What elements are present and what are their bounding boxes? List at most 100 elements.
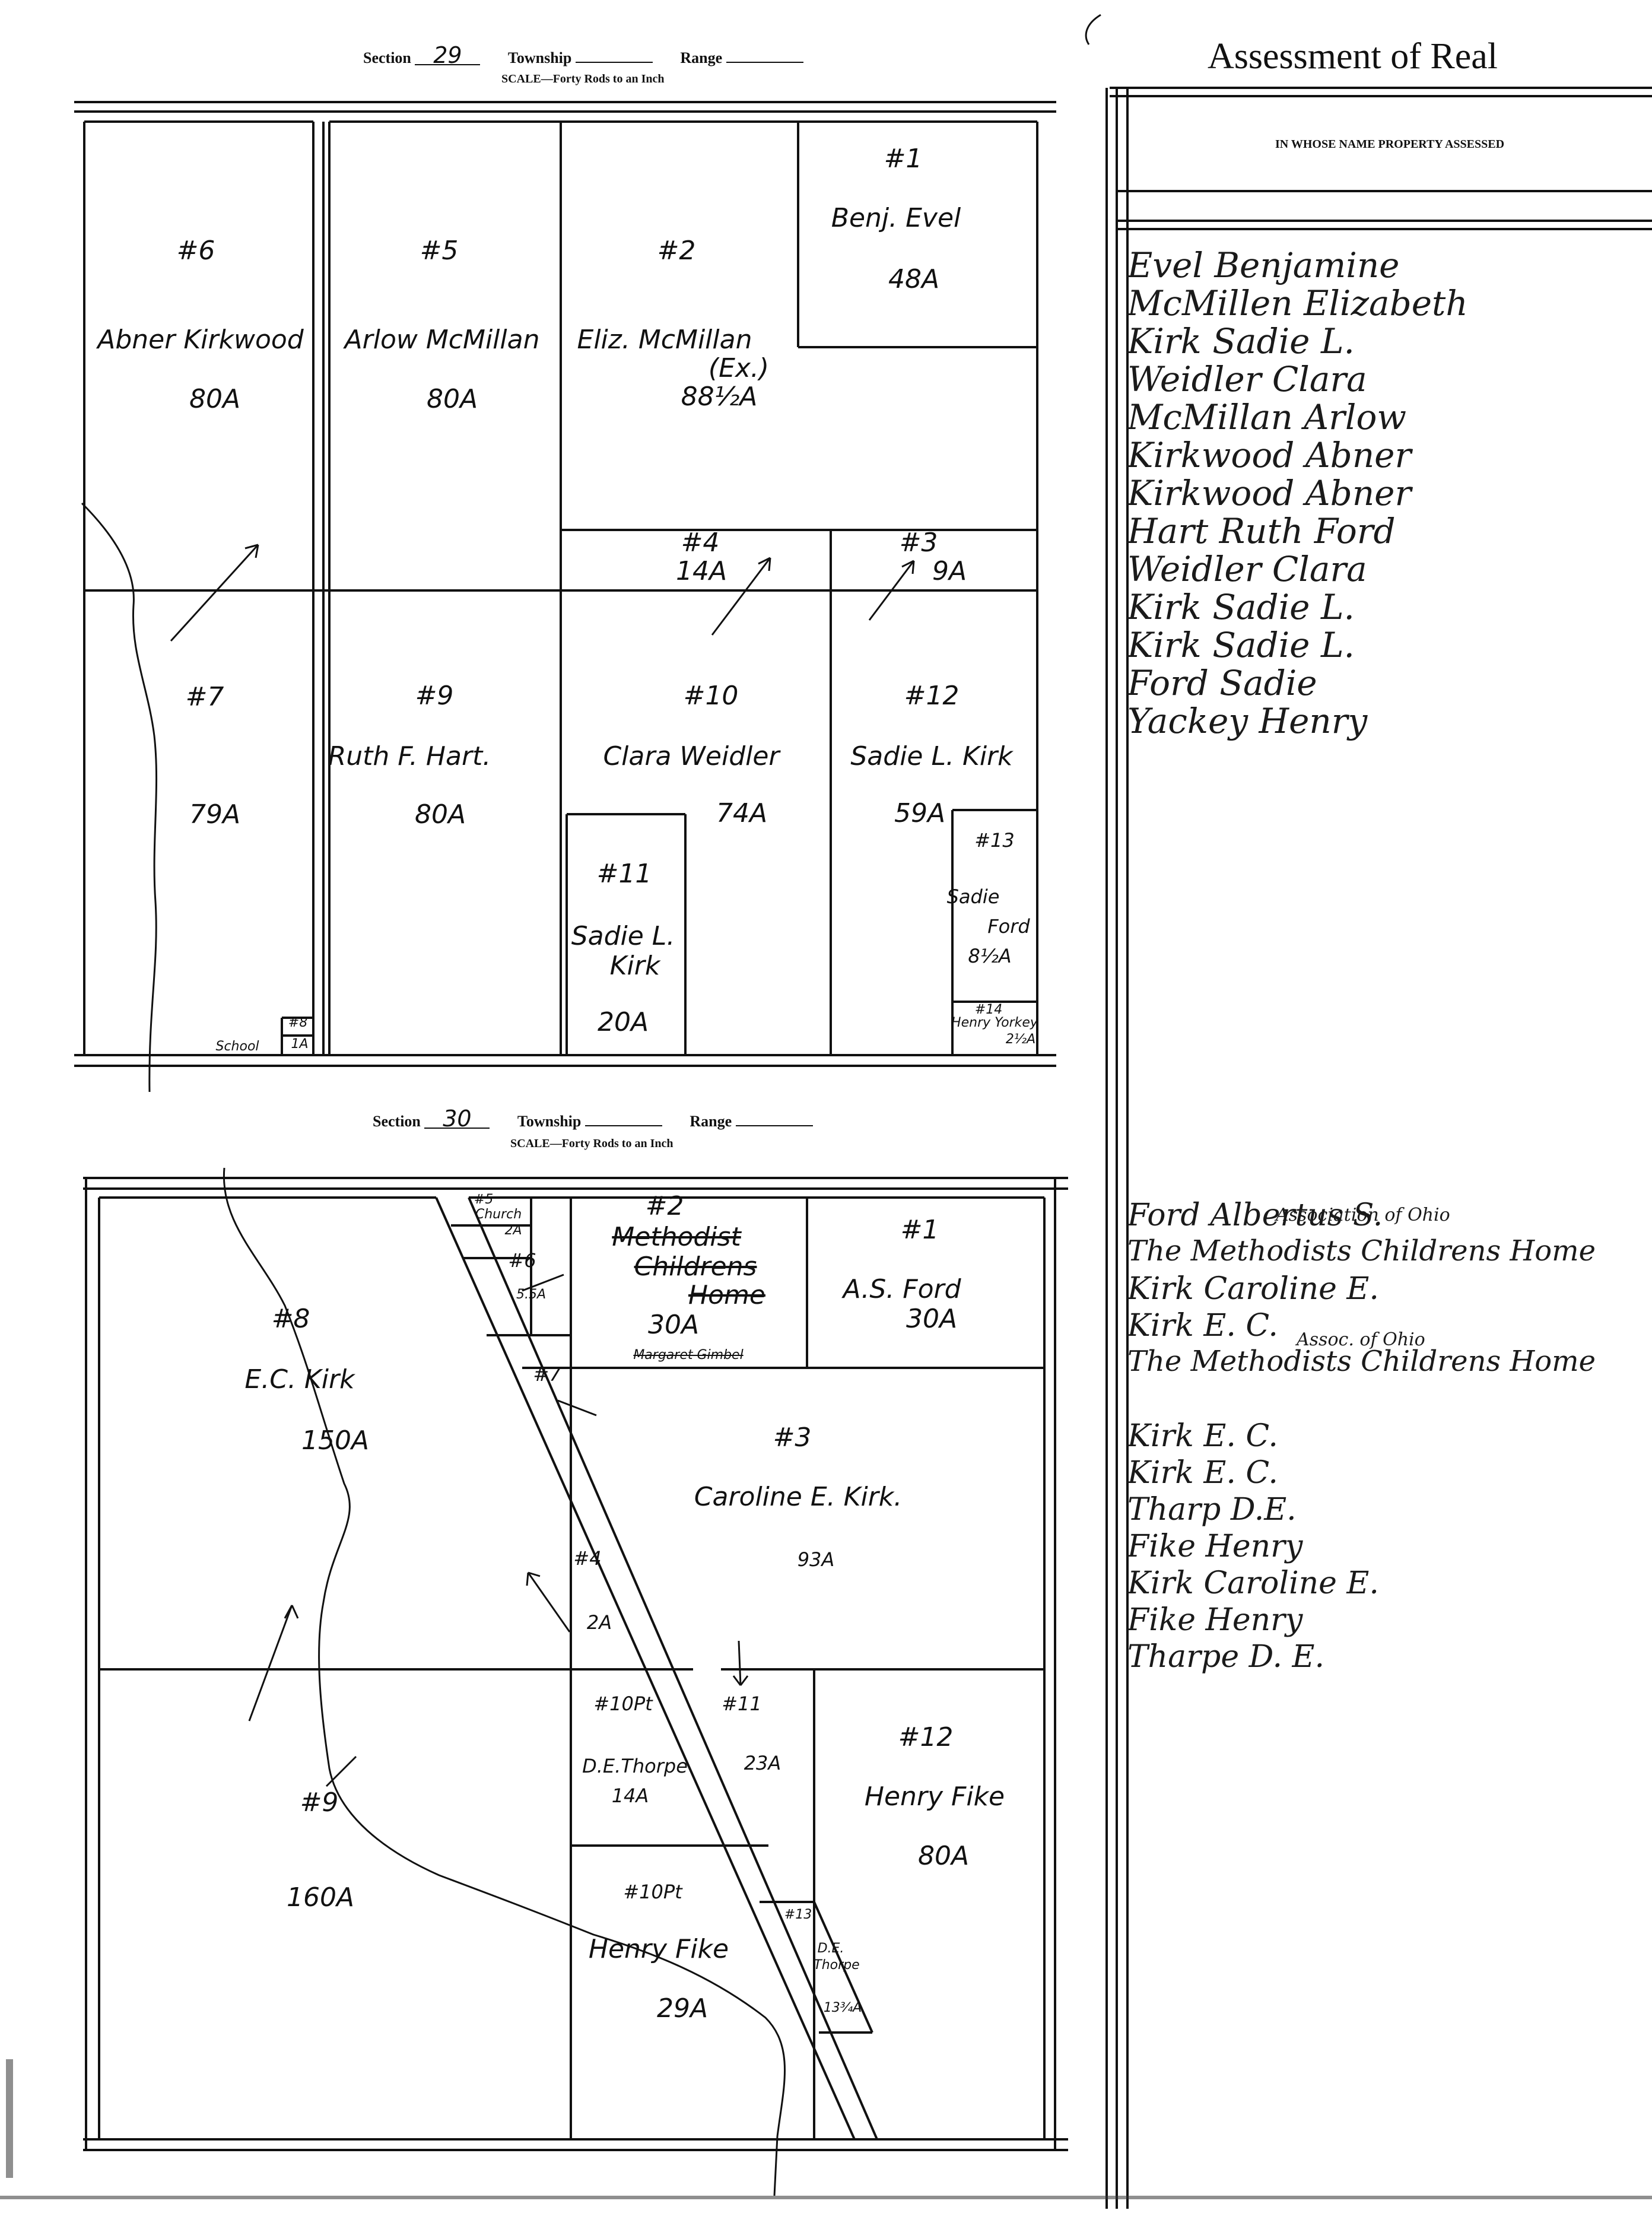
s30-parcel8-acres: 150A xyxy=(301,1425,370,1456)
s30-parcel1-num: #1 xyxy=(900,1215,939,1245)
s30-parcel5-acres: 2A xyxy=(504,1223,522,1238)
assessment-annotation: Assoc. of Ohio xyxy=(1297,1329,1425,1350)
s29-parcel2-note: (Ex.) xyxy=(708,353,770,383)
s30-parcel13-owner-line1: D.E. xyxy=(817,1941,844,1956)
section30-number: 30 xyxy=(424,1107,490,1130)
s29-parcel7-acres: 79A xyxy=(189,799,241,830)
assessed-name: Fike Henry xyxy=(1127,1529,1303,1564)
s30-parcel1-owner: A.S. Ford xyxy=(843,1274,961,1304)
assessed-name: Kirk Sadie L. xyxy=(1127,321,1355,361)
s30-parcel9-acres: 160A xyxy=(286,1882,355,1913)
assessed-name: Kirk E. C. xyxy=(1127,1455,1278,1491)
assessed-name: Fike Henry xyxy=(1127,1602,1303,1638)
assessed-name: Ford Albertus S. xyxy=(1127,1198,1383,1233)
s29-parcel8-acres: 1A xyxy=(291,1037,309,1052)
assessed-name: McMillan Arlow xyxy=(1127,397,1407,437)
s29-parcel11-acres: 20A xyxy=(597,1007,649,1037)
s29-parcel3-acres: 9A xyxy=(932,556,967,586)
assessed-name: Kirk E. C. xyxy=(1127,1418,1278,1454)
s29-parcel2-num: #2 xyxy=(657,236,696,266)
section29-range-label: Range xyxy=(680,49,723,66)
s30-parcel8-owner: E.C. Kirk xyxy=(244,1364,355,1395)
assessment-ledger-lines xyxy=(1105,87,1652,2209)
s29-parcel9-acres: 80A xyxy=(414,799,466,830)
s29-parcel11-owner-line1: Sadie L. xyxy=(571,921,675,951)
section30-township-label: Township xyxy=(517,1113,582,1130)
s29-parcel9-owner: Ruth F. Hart. xyxy=(328,741,491,771)
scan-noise xyxy=(0,2059,1652,2199)
s30-parcel10pt2-num: #10Pt xyxy=(623,1881,682,1903)
section30-header: Section 30 Township Range xyxy=(373,1107,813,1130)
s29-parcel14-owner: Henry Yorkey xyxy=(951,1015,1038,1030)
s30-parcel2-acres: 30A xyxy=(647,1310,700,1340)
s29-parcel14-num: #14 xyxy=(974,1002,1003,1017)
s29-parcel11-owner-line2: Kirk xyxy=(609,951,660,981)
s30-parcel13-num: #13 xyxy=(784,1907,812,1922)
assessed-name: Tharp D.E. xyxy=(1127,1492,1297,1527)
s29-parcel11-num: #11 xyxy=(596,859,652,889)
s30-parcel10pt2-acres: 29A xyxy=(656,1993,709,2024)
section30-range-label: Range xyxy=(690,1113,732,1130)
arrows-section30 xyxy=(248,1274,749,1787)
s30-parcel2-owner-line3: Home xyxy=(688,1280,765,1310)
assessed-name: Weidler Clara xyxy=(1127,359,1367,399)
s29-parcel9-num: #9 xyxy=(415,681,454,711)
s30-parcel6-note: 5.5A xyxy=(516,1287,547,1302)
assessment-names-section29: Evel Benjamine McMillen Elizabeth Kirk S… xyxy=(1127,248,1468,742)
s29-parcel13-num: #13 xyxy=(974,829,1015,852)
assessment-annotation: Association of Ohio xyxy=(1276,1205,1450,1225)
section29-number: 29 xyxy=(415,44,481,66)
s29-parcel6-acres: 80A xyxy=(189,384,241,414)
s30-parcel7-num: #7 xyxy=(533,1363,561,1386)
assessed-name: Yackey Henry xyxy=(1127,701,1368,741)
assessed-name: Kirkwood Abner xyxy=(1127,435,1412,475)
assessment-title: Assessment of Real xyxy=(1208,36,1498,77)
s29-parcel10-owner: Clara Weidler xyxy=(603,741,780,771)
s30-parcel12-acres: 80A xyxy=(917,1841,970,1871)
s30-parcel13-owner-line2: Thorpe xyxy=(814,1958,860,1973)
s29-parcel4-acres: 14A xyxy=(675,556,727,586)
assessed-name: Kirk Sadie L. xyxy=(1127,587,1355,627)
s29-parcel12-num: #12 xyxy=(904,681,960,711)
assessed-name: Evel Benjamine xyxy=(1127,245,1400,285)
assessed-name: Kirk Sadie L. xyxy=(1127,625,1355,665)
section29-scale: SCALE—Forty Rods to an Inch xyxy=(501,72,665,85)
creek-section30 xyxy=(223,1167,786,2196)
section30-scale: SCALE—Forty Rods to an Inch xyxy=(510,1137,673,1150)
s30-parcel4-acres: 2A xyxy=(586,1611,612,1634)
s30-parcel9-num: #9 xyxy=(300,1787,339,1818)
s30-parcel6-num: #6 xyxy=(508,1249,536,1272)
s30-parcel12-owner: Henry Fike xyxy=(864,1781,1005,1812)
s29-parcel12-acres: 59A xyxy=(894,798,946,828)
s30-parcel2-note: Margaret Gimbel xyxy=(633,1348,744,1363)
assessed-name: The Methodists Childrens Home xyxy=(1127,1345,1596,1378)
assessed-name xyxy=(1127,1384,1596,1421)
section30-map-lines xyxy=(83,1177,1068,2151)
assessed-name: Kirk Caroline E. xyxy=(1127,1271,1379,1307)
s29-parcel8-owner: School xyxy=(215,1039,259,1054)
arrows-section29 xyxy=(170,544,915,642)
assessed-name: The Methodists Childrens Home xyxy=(1127,1234,1596,1268)
s29-parcel12-owner: Sadie L. Kirk xyxy=(850,741,1013,771)
section29-map-lines xyxy=(74,101,1056,1067)
s29-parcel5-acres: 80A xyxy=(426,384,478,414)
assessed-name: Kirk Caroline E. xyxy=(1127,1565,1379,1601)
creek-section29 xyxy=(81,502,158,1093)
assessed-name: McMillen Elizabeth xyxy=(1127,283,1468,323)
s30-parcel3-num: #3 xyxy=(773,1422,812,1453)
section29-township-value xyxy=(575,62,653,63)
s29-parcel10-num: #10 xyxy=(683,681,739,711)
assessed-name: Ford Sadie xyxy=(1127,663,1317,703)
s30-parcel4-num: #4 xyxy=(573,1547,602,1570)
s29-parcel13-owner-line2: Ford xyxy=(987,915,1030,938)
s29-parcel14-acres: 2½A xyxy=(1005,1032,1036,1047)
assessed-name: Tharpe D. E. xyxy=(1127,1639,1325,1675)
s30-parcel3-owner: Caroline E. Kirk. xyxy=(694,1482,903,1512)
section29-header: Section 29 Township Range xyxy=(363,44,803,67)
s29-parcel6-num: #6 xyxy=(176,236,215,266)
assessed-name: Kirkwood Abner xyxy=(1127,473,1412,513)
s30-parcel10pt-owner: D.E.Thorpe xyxy=(582,1755,688,1777)
section29-range-value xyxy=(726,62,803,63)
s30-parcel11-num: #11 xyxy=(722,1692,762,1715)
